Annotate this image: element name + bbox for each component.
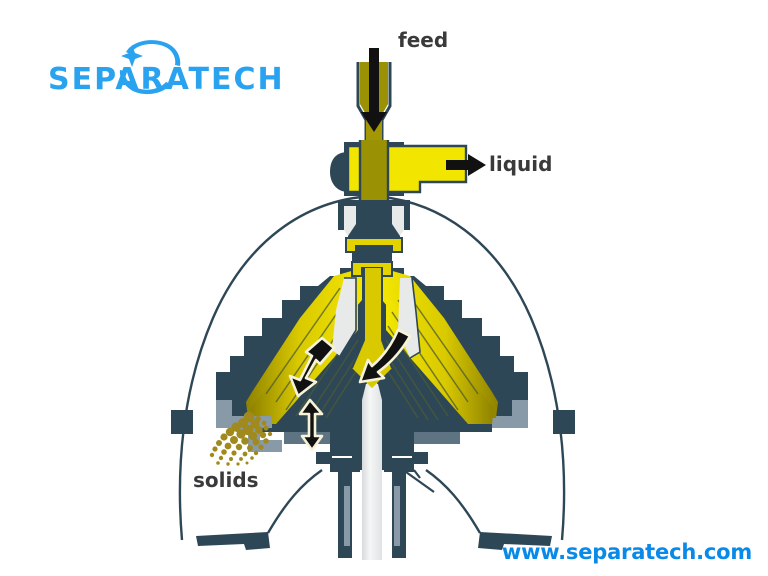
- base-bolts: [316, 452, 428, 464]
- separation-channel-outlines: [339, 277, 421, 359]
- solids-spray: [209, 411, 273, 466]
- label-liquid: liquid: [489, 152, 553, 176]
- brand-wordmark: SEPARATECH: [48, 62, 285, 97]
- label-feed: feed: [398, 28, 449, 52]
- upper-neck-inserts: [344, 206, 404, 236]
- liquid-outlet-arrow: [446, 154, 486, 176]
- hood-feet: [171, 410, 575, 550]
- spindle-housing: [330, 458, 414, 558]
- upper-neck-collar: [345, 237, 403, 253]
- website-url[interactable]: www.separatech.com: [501, 540, 752, 564]
- liquid-outlet-pipe: [330, 140, 468, 200]
- separation-arrow-up: [298, 398, 324, 452]
- swoosh-star-icon: [119, 40, 181, 95]
- feed-inlet-arrow: [361, 48, 387, 132]
- label-solids: solids: [193, 468, 259, 492]
- hood-inner-curves: [266, 469, 482, 534]
- centre-spindle: [362, 378, 382, 560]
- separation-arrow-up-left: [288, 336, 336, 398]
- brand-logo: SEPARATECH: [48, 34, 283, 98]
- distribution-arrow-down: [358, 328, 412, 384]
- spindle-housing-detail: [405, 469, 435, 493]
